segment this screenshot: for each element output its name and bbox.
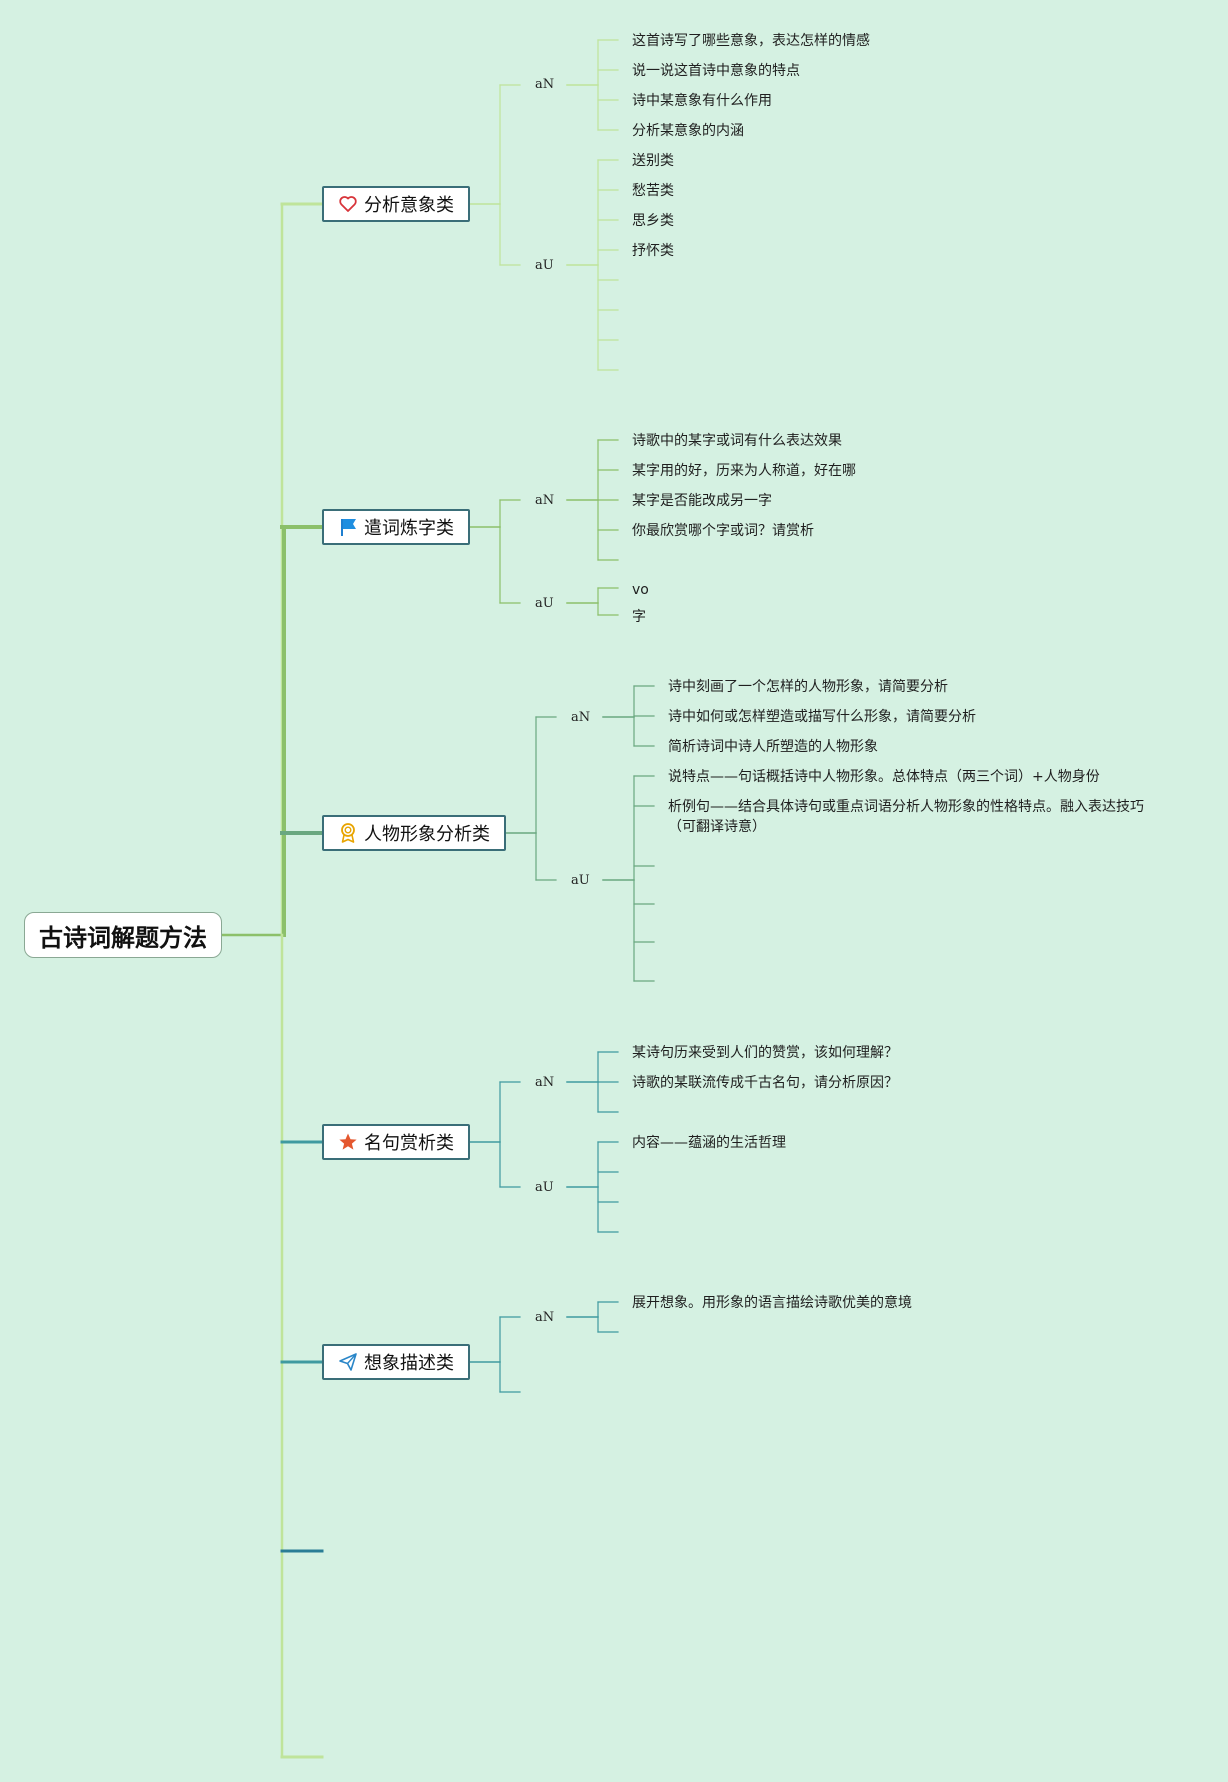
sub-topic-label[interactable]: aU bbox=[571, 873, 590, 888]
award-icon bbox=[341, 823, 355, 843]
topic-character-analysis[interactable]: 人物形象分析类 bbox=[322, 815, 506, 851]
sub-topic-label[interactable]: aN bbox=[535, 1075, 555, 1090]
topic-word-refinement[interactable]: 遣词炼字类 bbox=[322, 509, 470, 545]
leaf-item[interactable]: 愁苦类 bbox=[632, 183, 674, 199]
leaf-item[interactable]: 诗中某意象有什么作用 bbox=[632, 93, 772, 109]
paper-plane-icon bbox=[339, 1353, 357, 1371]
leaf-item[interactable]: 展开想象。用形象的语言描绘诗歌优美的意境 bbox=[632, 1295, 912, 1311]
leaf-item[interactable]: 送别类 bbox=[632, 153, 674, 169]
star-icon bbox=[339, 1133, 357, 1150]
leaf-item[interactable]: 内容——蕴涵的生活哲理 bbox=[632, 1135, 786, 1151]
leaf-item[interactable]: 抒怀类 bbox=[632, 243, 674, 259]
topic-label: 遣词炼字类 bbox=[364, 518, 454, 539]
leaf-item[interactable]: 你最欣赏哪个字或词？请赏析 bbox=[632, 523, 814, 539]
root-topic-label: 古诗词解题方法 bbox=[39, 923, 207, 952]
leaf-item[interactable]: 诗歌的某联流传成千古名句，请分析原因？ bbox=[632, 1075, 898, 1091]
leaf-item[interactable]: 思乡类 bbox=[632, 213, 674, 229]
sub-topic-label[interactable]: aN bbox=[535, 493, 555, 508]
leaf-item[interactable]: 说一说这首诗中意象的特点 bbox=[632, 63, 800, 79]
flag-icon bbox=[341, 519, 356, 536]
leaf-item[interactable]: 简析诗词中诗人所塑造的人物形象 bbox=[668, 739, 878, 755]
leaf-item[interactable]: 诗中刻画了一个怎样的人物形象，请简要分析 bbox=[668, 679, 948, 695]
sub-topic-label[interactable]: aN bbox=[535, 1310, 555, 1325]
leaf-item[interactable]: 分析某意象的内涵 bbox=[632, 123, 744, 139]
leaf-item[interactable]: 诗中如何或怎样塑造或描写什么形象，请简要分析 bbox=[668, 709, 976, 725]
topic-label: 人物形象分析类 bbox=[364, 824, 490, 845]
topic-analyze-imagery[interactable]: 分析意象类 bbox=[322, 186, 470, 222]
heart-icon bbox=[339, 196, 357, 212]
leaf-item[interactable]: 这首诗写了哪些意象，表达怎样的情感 bbox=[632, 33, 870, 49]
leaf-item[interactable]: 某字用的好，历来为人称道，好在哪 bbox=[632, 463, 856, 479]
leaf-item[interactable]: vo bbox=[632, 582, 649, 598]
leaf-item[interactable]: 某诗句历来受到人们的赞赏，该如何理解？ bbox=[632, 1045, 898, 1061]
topic-label: 分析意象类 bbox=[364, 195, 454, 216]
sub-topic-label[interactable]: aN bbox=[571, 710, 591, 725]
leaf-item[interactable]: 诗歌中的某字或词有什么表达效果 bbox=[632, 433, 842, 449]
leaf-item[interactable]: 说特点——句话概括诗中人物形象。总体特点（两三个词）+人物身份 bbox=[668, 769, 1100, 785]
leaf-item[interactable]: 析例句——结合具体诗句或重点词语分析人物形象的性格特点。融入表达技巧（可翻译诗意… bbox=[668, 799, 1144, 835]
topic-famous-lines[interactable]: 名句赏析类 bbox=[322, 1124, 470, 1160]
topic-label: 想象描述类 bbox=[364, 1353, 454, 1374]
sub-topic-label[interactable]: aN bbox=[535, 77, 555, 92]
topic-label: 名句赏析类 bbox=[364, 1133, 454, 1154]
root-topic[interactable]: 古诗词解题方法 bbox=[24, 912, 222, 958]
leaf-item[interactable]: 某字是否能改成另一字 bbox=[632, 493, 772, 509]
leaf-item[interactable]: 字 bbox=[632, 609, 646, 625]
sub-topic-label[interactable]: aU bbox=[535, 258, 554, 273]
sub-topic-label[interactable]: aU bbox=[535, 596, 554, 611]
topic-imagination-description[interactable]: 想象描述类 bbox=[322, 1344, 470, 1380]
sub-topic-label[interactable]: aU bbox=[535, 1180, 554, 1195]
